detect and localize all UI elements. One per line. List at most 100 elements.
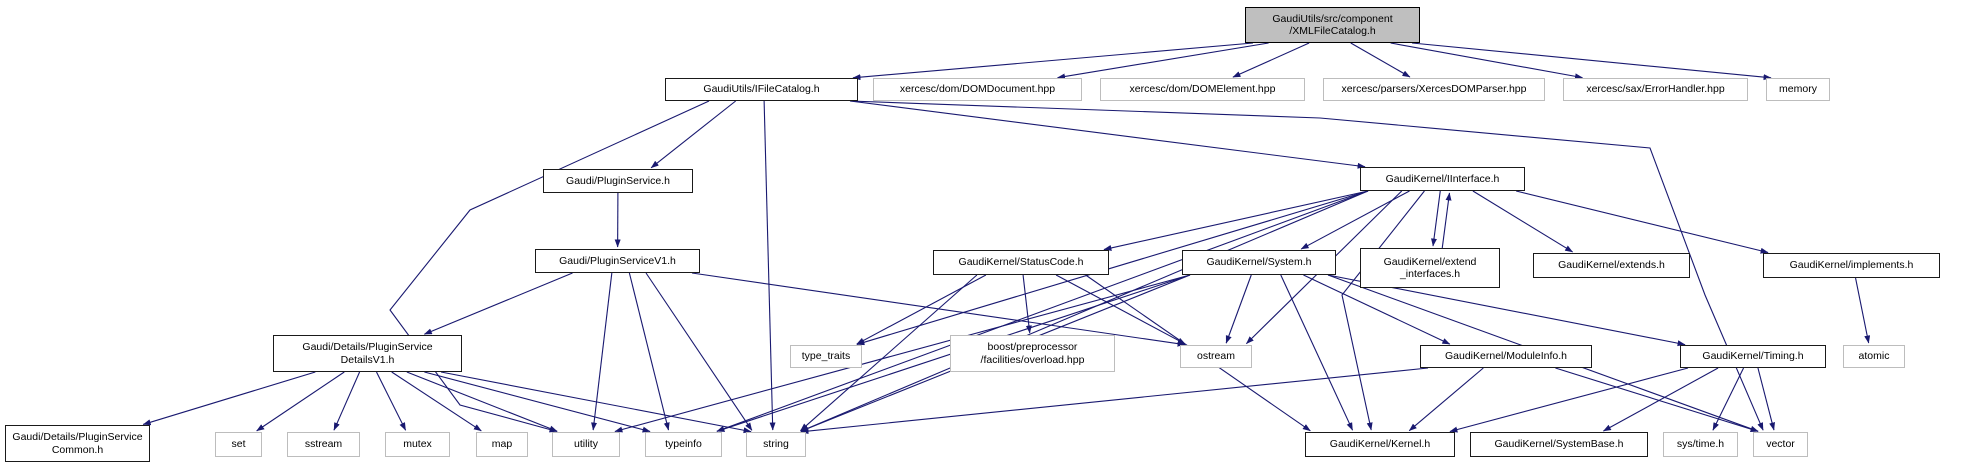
edge-iinterface-typeinfo [716,190,1369,432]
node-ifilecatalog[interactable]: GaudiUtils/IFileCatalog.h [665,78,858,101]
node-xercesdomparser: xercesc/parsers/XercesDOMParser.hpp [1323,78,1545,101]
node-label: GaudiKernel/Timing.h [1702,350,1804,363]
node-xmlfilecatalog: GaudiUtils/src/component/XMLFileCatalog.… [1245,7,1420,43]
node-pluginservicev1[interactable]: Gaudi/PluginServiceV1.h [535,249,700,273]
node-sstream: sstream [287,432,360,457]
edge-pluginservicev1-typeinfo [628,272,670,431]
edge-timing-vector [1757,367,1775,431]
node-string: string [746,432,806,457]
node-label: GaudiKernel/SystemBase.h [1494,438,1624,451]
node-label: string [763,438,789,451]
node-set: set [215,432,262,457]
node-memory: memory [1766,78,1830,101]
edge-xmlfilecatalog-domdocument [1057,42,1269,80]
edge-xmlfilecatalog-xercesdomparser [1350,42,1411,78]
node-label: /facilities/overload.hpp [980,353,1085,366]
node-label: boost/preprocessor [987,341,1078,354]
node-label: GaudiUtils/src/component [1272,12,1393,25]
edge-iinterface-implements [1515,190,1769,254]
node-label: typeinfo [665,438,702,451]
node-label: xercesc/dom/DOMElement.hpp [1129,83,1276,96]
node-vector: vector [1753,432,1808,457]
edge-statuscode-boostoverload [1022,274,1032,334]
node-label: xercesc/sax/ErrorHandler.hpp [1586,83,1725,96]
node-map: map [476,432,528,457]
node-label: GaudiKernel/extend [1383,255,1477,268]
node-systime: sys/time.h [1663,432,1738,457]
edge-detailsv1-typeinfo [424,371,651,433]
node-label: mutex [403,438,432,451]
edge-iinterface-extends [1472,190,1574,253]
edge-iinterface-system [1300,190,1410,250]
edge-detailsv1-mutex [376,371,407,431]
edge-system-ostream [1225,274,1252,344]
edge-moduleinfo-vector [1555,367,1759,433]
node-iinterface[interactable]: GaudiKernel/IInterface.h [1360,167,1525,191]
edge-xmlfilecatalog-errorhandler [1390,42,1583,80]
edge-pluginservicev1-string [645,272,753,431]
edge-iinterface-string [800,190,1369,432]
edge-statuscode-ostream [1055,274,1186,345]
node-typetraits: type_traits [790,345,862,368]
edge-detailsv1-string [440,371,752,434]
node-extendinterfaces[interactable]: GaudiKernel/extend_interfaces.h [1360,248,1500,288]
edge-timing-systime [1712,367,1745,431]
edge-pluginservicev1-detailsv1 [423,272,573,335]
node-label: Gaudi/Details/PluginService [302,341,433,354]
node-label: Common.h [51,443,104,456]
node-label: GaudiKernel/System.h [1206,256,1312,269]
node-label: utility [574,438,598,451]
edge-moduleinfo-kernel [1408,367,1484,432]
edge-implements-atomic [1855,277,1871,344]
node-domdocument: xercesc/dom/DOMDocument.hpp [873,78,1082,101]
node-label: DetailsV1.h [340,353,395,366]
node-label: ostream [1197,350,1235,363]
node-label: Gaudi/Details/PluginService [12,431,143,444]
node-moduleinfo[interactable]: GaudiKernel/ModuleInfo.h [1420,345,1592,368]
node-extends[interactable]: GaudiKernel/extends.h [1533,253,1690,278]
node-utility: utility [552,432,620,457]
edge-extendinterfaces-iinterface [1441,192,1452,249]
node-label: GaudiKernel/implements.h [1789,259,1914,272]
edge-xmlfilecatalog-ifilecatalog [852,42,1254,81]
node-systembase[interactable]: GaudiKernel/SystemBase.h [1470,432,1648,457]
edge-ifilecatalog-pluginservice [650,100,737,169]
edge-iinterface-kernel [1341,190,1425,431]
node-typeinfo: typeinfo [645,432,722,457]
edge-timing-systembase [1602,367,1719,432]
node-label: Gaudi/PluginService.h [566,174,670,187]
node-label: sys/time.h [1676,438,1725,451]
node-system[interactable]: GaudiKernel/System.h [1182,250,1336,275]
node-label: GaudiKernel/ModuleInfo.h [1445,350,1567,363]
node-label: GaudiKernel/extends.h [1558,259,1665,272]
node-domelement: xercesc/dom/DOMElement.hpp [1100,78,1305,101]
node-label: _interfaces.h [1399,268,1461,280]
node-statuscode[interactable]: GaudiKernel/StatusCode.h [933,250,1109,275]
node-label: atomic [1858,350,1890,363]
node-pluginservice[interactable]: Gaudi/PluginService.h [543,169,693,193]
node-label: GaudiKernel/Kernel.h [1329,438,1431,451]
node-ostream: ostream [1180,345,1252,368]
edge-pluginservicev1-utility [591,272,613,431]
edge-ifilecatalog-iinterface [849,100,1366,169]
node-timing[interactable]: GaudiKernel/Timing.h [1680,345,1826,368]
edge-system-kernel [1280,274,1354,431]
edge-detailsv1-map [391,371,482,432]
node-atomic: atomic [1843,345,1905,368]
node-implements[interactable]: GaudiKernel/implements.h [1763,253,1940,278]
edge-group [142,42,1871,435]
edge-iinterface-statuscode [1103,190,1369,251]
edge-moduleinfo-string [800,367,1429,435]
node-label: Gaudi/PluginServiceV1.h [559,254,676,267]
node-label: GaudiUtils/IFileCatalog.h [703,83,820,96]
edge-xmlfilecatalog-memory [1411,42,1772,81]
node-label: set [231,438,246,451]
node-label: GaudiKernel/StatusCode.h [958,256,1084,269]
node-kernel[interactable]: GaudiKernel/Kernel.h [1305,432,1455,457]
node-boostoverload: boost/preprocessor/facilities/overload.h… [950,335,1115,372]
node-label: type_traits [801,350,851,363]
edge-pluginservicev1-ostream [691,272,1186,347]
